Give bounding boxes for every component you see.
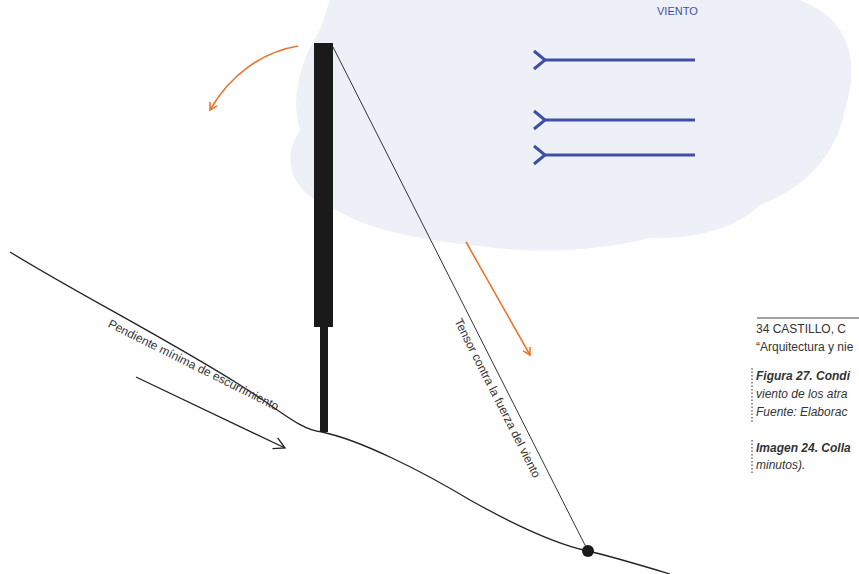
wind-arrow [545,119,695,122]
caption-bar [751,440,752,474]
footnote-text: 34 CASTILLO, C [756,322,846,336]
rotation-arrow [210,46,298,110]
wind-arrow [545,59,695,62]
slope-label: Pendiente mínima de escurrimiento [105,316,280,413]
mast-base [320,327,328,432]
tensor-label: Tensor contra la fuerza del viento [451,316,544,480]
caption-title: Figura 27. Condi [756,369,850,383]
caption-text: viento de los atra [756,387,847,401]
slope-arrow [136,377,285,448]
ground-line [10,252,670,574]
caption-title: Imagen 24. Colla [756,441,851,455]
caption-bar [751,368,752,424]
wind-cloud [290,0,851,251]
wind-label: VIENTO [657,5,698,18]
anchor-point [582,545,594,557]
caption-text: minutos). [756,458,805,472]
footnote-text: “Arquitectura y nie [756,340,853,354]
tensor-cable [333,47,588,551]
wind-arrow [545,154,695,157]
tension-arrow [466,242,530,355]
caption-source: Fuente: Elaborac [756,405,847,419]
footnote-rule [757,318,859,319]
mast [314,43,333,327]
